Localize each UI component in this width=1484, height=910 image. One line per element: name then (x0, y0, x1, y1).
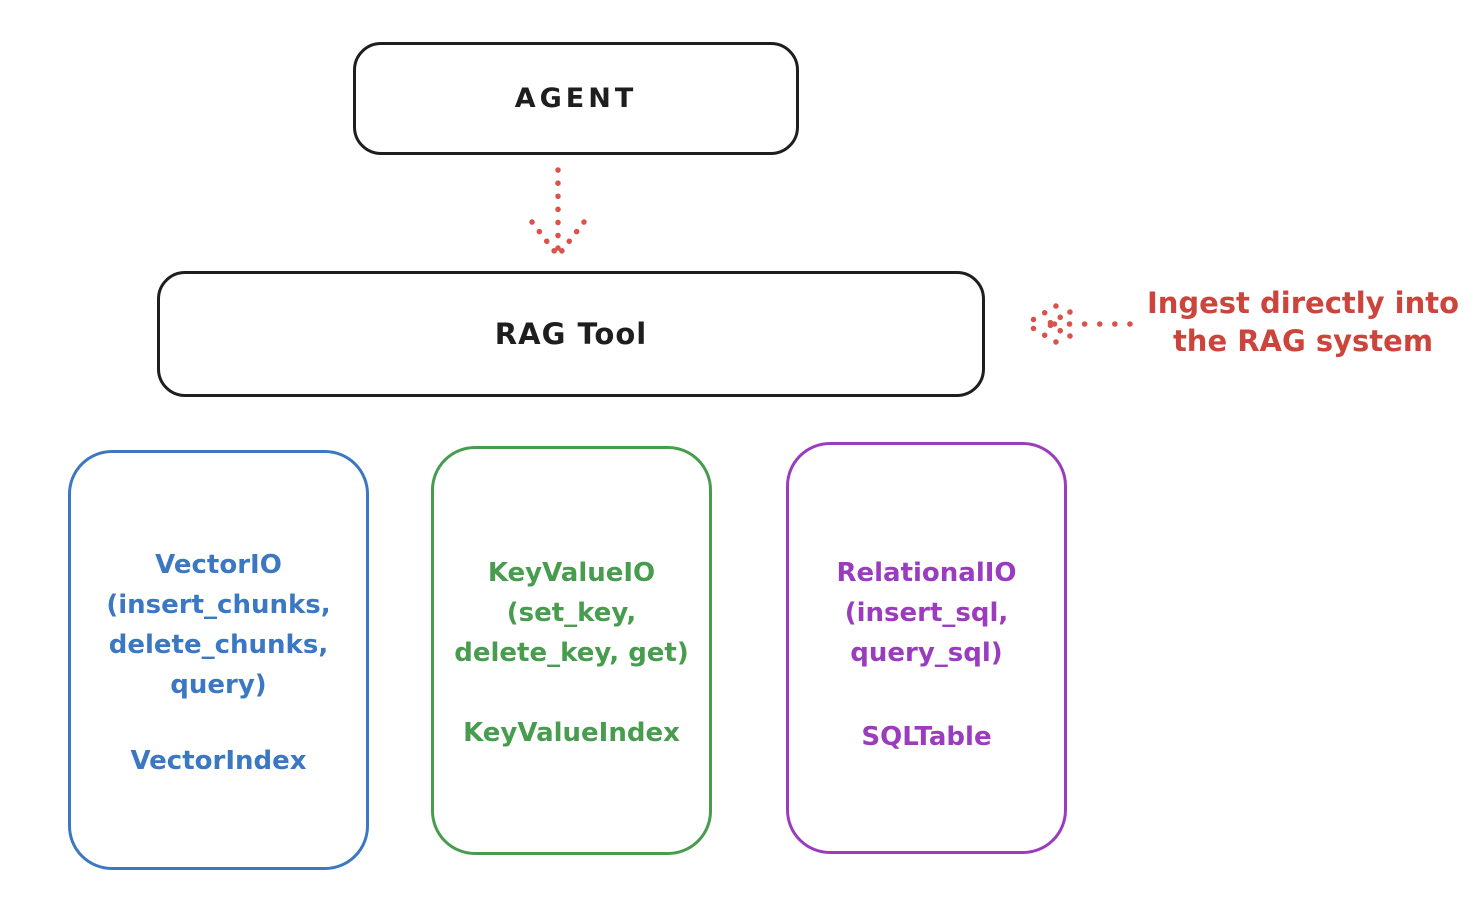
node-text-line: (insert_sql, (844, 598, 1009, 628)
ingest-annotation: Ingest directly into the RAG system (1130, 284, 1476, 360)
relational-io-node: RelationalIO (insert_sql, query_sql) SQL… (786, 442, 1067, 854)
node-text-line: query) (170, 670, 267, 700)
node-text-line: (set_key, (506, 598, 637, 628)
keyvalue-index-label: KeyValueIndex (463, 718, 680, 748)
node-text-line: (insert_chunks, (106, 590, 331, 620)
agent-node-label: AGENT (514, 83, 638, 114)
node-text-line: VectorIO (155, 550, 282, 580)
dotted-down-arrow-icon (529, 167, 587, 261)
agent-node: AGENT (353, 42, 799, 155)
ingest-annotation-line: Ingest directly into (1146, 286, 1460, 320)
node-text-line: RelationalIO (836, 558, 1017, 588)
vector-index-label: VectorIndex (130, 746, 307, 776)
rag-tool-node: RAG Tool (157, 271, 985, 397)
node-text-line: KeyValueIO (487, 558, 656, 588)
sql-table-label: SQLTable (861, 722, 992, 752)
keyvalue-io-node: KeyValueIO (set_key, delete_key, get) Ke… (431, 446, 712, 855)
vector-io-node: VectorIO (insert_chunks, delete_chunks, … (68, 450, 369, 870)
dotted-left-arrow-icon (1023, 303, 1133, 345)
rag-tool-node-label: RAG Tool (494, 317, 648, 351)
node-text-line: query_sql) (850, 638, 1003, 668)
ingest-annotation-line: the RAG system (1172, 324, 1434, 358)
node-text-line: delete_chunks, (108, 630, 329, 660)
node-text-line: delete_key, get) (454, 638, 689, 668)
